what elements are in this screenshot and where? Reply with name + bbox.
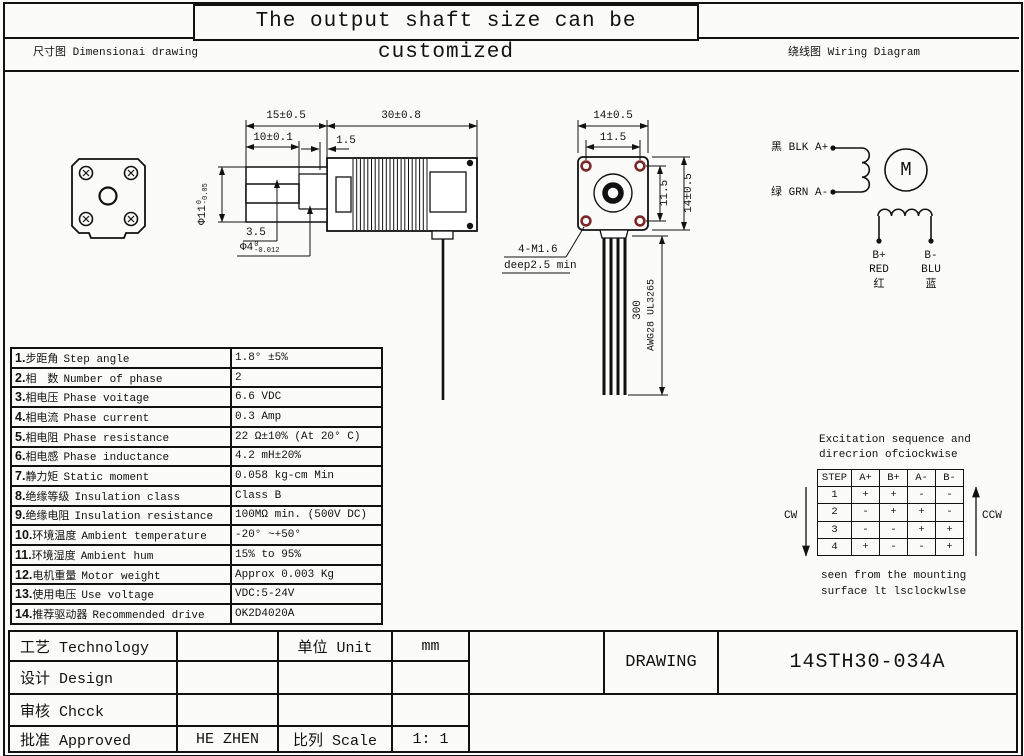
dim-face-width: 14±0.5 xyxy=(593,110,633,122)
phase-b-plus-label: B+ xyxy=(872,250,886,262)
title-block-spacer-cell xyxy=(468,630,605,695)
dim-face-height: 14±0.5 xyxy=(683,173,695,213)
dim-hole-spacing-h: 11.5 xyxy=(599,132,627,144)
phase-a-plus-label: 黑 BLK A+ xyxy=(771,142,829,154)
wire-length-dimension xyxy=(628,235,668,396)
side-view-body xyxy=(245,157,478,240)
title-block-scale-label: 比列 Scale xyxy=(277,725,393,753)
dim-15: 15±0.5 xyxy=(266,110,306,122)
phase-b-minus-label: B- xyxy=(924,250,938,262)
title-block-technology-value xyxy=(176,630,279,662)
drawing-canvas xyxy=(71,120,980,557)
table-row: 3--++ xyxy=(817,520,964,539)
side-view-dimension-lines xyxy=(218,120,478,257)
title-block-scale-value: 1: 1 xyxy=(391,725,470,753)
phase-b-plus-cn: 红 xyxy=(873,279,885,291)
sheet-title: The output shaft size can be customized xyxy=(193,4,699,64)
title-block-unit-label: 单位 Unit xyxy=(277,630,393,662)
title-block-check-label: 审核 Chcck xyxy=(8,693,178,727)
cw-label: CW xyxy=(784,510,798,522)
ccw-label: CCW xyxy=(982,510,1002,522)
section-divider-line xyxy=(4,70,1019,72)
excitation-note-line2: surface lt lsclockwlse xyxy=(821,586,967,598)
title-block-unit-value: mm xyxy=(391,630,470,662)
motor-symbol-label: M xyxy=(900,159,912,181)
side-view-lamination-ribs xyxy=(352,159,428,230)
phase-b-plus-color: RED xyxy=(869,264,889,276)
title-block-drawing-label: DRAWING xyxy=(603,630,719,695)
title-block-design-value xyxy=(176,660,279,695)
dimensional-drawing-label: 尺寸图 Dimensionai drawing xyxy=(33,47,199,59)
dim-30: 30±0.8 xyxy=(381,110,421,122)
excitation-note-line1: seen from the mounting xyxy=(821,570,967,582)
thread-note-line2: deep2.5 min xyxy=(504,260,577,272)
phase-b-minus-cn: 蓝 xyxy=(925,279,937,291)
table-row: 1++-- xyxy=(817,486,964,505)
face-view-wire-bundle xyxy=(599,229,629,395)
title-block-approved-value: HE ZHEN xyxy=(176,725,279,753)
title-block-empty-cell xyxy=(277,660,393,695)
dim-1-5: 1.5 xyxy=(336,135,356,147)
title-block-check-value xyxy=(176,693,279,727)
rear-view-screws xyxy=(78,165,139,227)
title-block-technology-label: 工艺 Technology xyxy=(8,630,178,662)
part-number: 14STH30-034A xyxy=(717,630,1018,695)
rear-view-outline xyxy=(71,158,146,239)
title-block-empty-cell xyxy=(277,693,393,727)
side-view-end-screws xyxy=(466,159,474,230)
phase-a-minus-label: 绿 GRN A- xyxy=(771,187,829,199)
dim-hole-spacing-v: 11.5 xyxy=(659,179,671,207)
dim-10: 10±0.1 xyxy=(253,132,293,144)
title-block-design-label: 设计 Design xyxy=(8,660,178,695)
dim-3-5: 3.5 xyxy=(246,227,266,239)
rotation-direction-arrows xyxy=(802,486,980,557)
title-block-empty-cell xyxy=(391,660,470,695)
thread-note-line1: 4-M1.6 xyxy=(518,244,558,256)
face-view-mounting-holes xyxy=(580,160,646,227)
wire-length-text: 300 xyxy=(632,300,644,320)
wiring-schematic xyxy=(830,145,934,244)
excitation-title-line1: Excitation sequence and xyxy=(819,434,971,446)
title-block-approved-label: 批准 Approved xyxy=(8,725,178,753)
table-row: 4+--+ xyxy=(817,537,964,556)
excitation-title-line2: direcrion ofciockwise xyxy=(819,449,958,461)
table-row: 2-++- xyxy=(817,503,964,522)
title-block-empty-cell xyxy=(391,693,470,727)
title-block-bottom-spacer xyxy=(468,693,1018,753)
phase-b-minus-color: BLU xyxy=(921,264,941,276)
face-view-dimension-lines xyxy=(502,120,690,274)
wire-spec-text: AWG28 UL3265 xyxy=(646,279,658,352)
wiring-diagram-label: 绕线图 Wiring Diagram xyxy=(788,47,921,59)
